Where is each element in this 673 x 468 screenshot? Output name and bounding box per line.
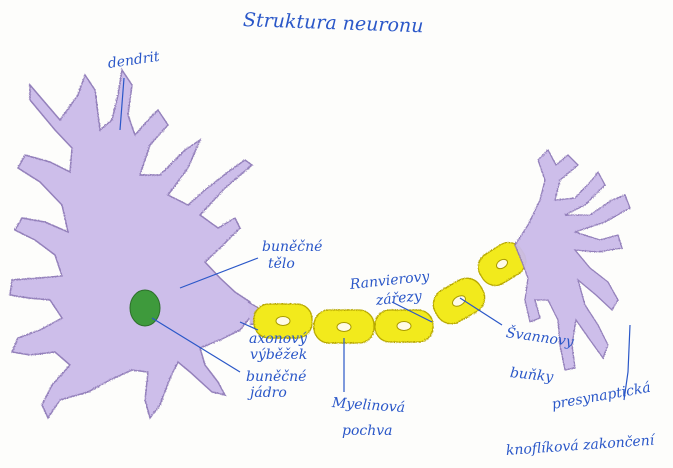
label-cell-body-line2: tělo	[268, 257, 295, 272]
label-cell-body-line1: buněčné	[262, 240, 322, 255]
label-axon-hillock-line2: výběžek	[250, 348, 307, 363]
label-axon-hillock-line1: axonový	[249, 332, 307, 347]
diagram-title: Struktura neuronu	[243, 13, 424, 34]
label-myelin-line2: pochva	[342, 424, 393, 439]
label-nucleus-line2: jádro	[250, 386, 287, 401]
label-nucleus-line1: buněčné	[246, 370, 306, 385]
cell-body-with-dendrites	[10, 70, 262, 418]
